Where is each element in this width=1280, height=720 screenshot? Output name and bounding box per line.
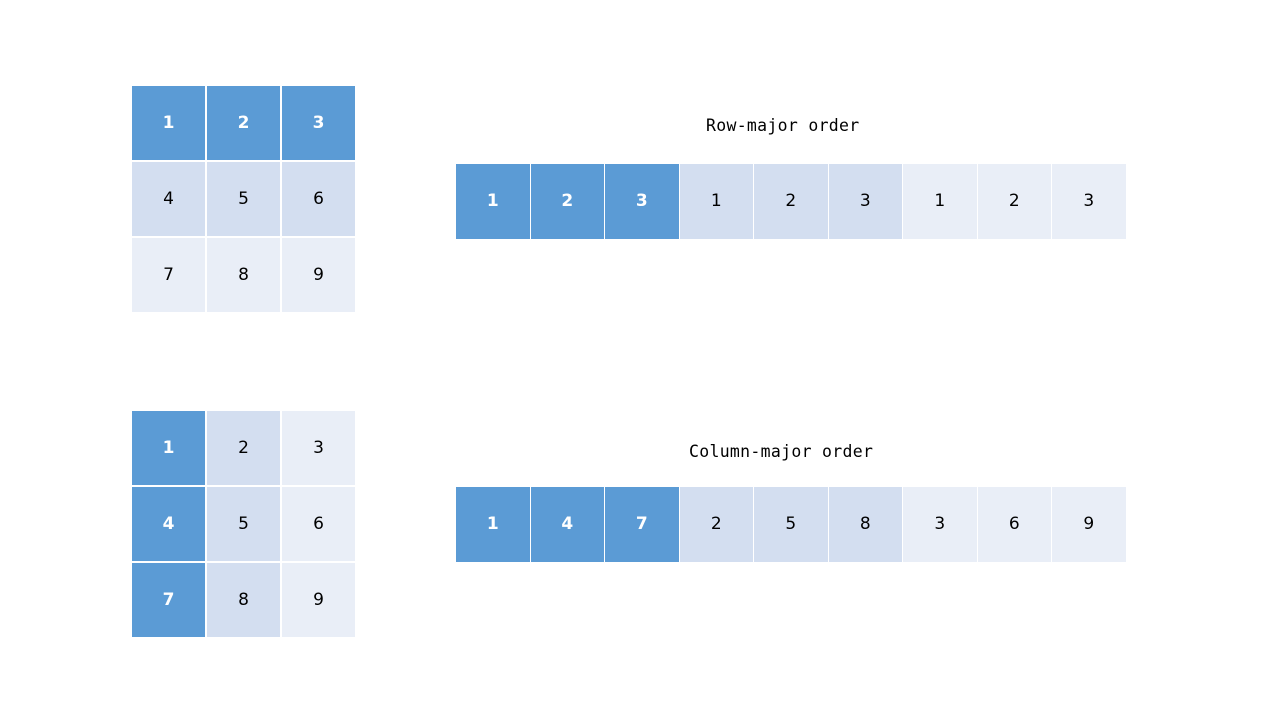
matrix-cell: 3 [282,411,355,485]
linear-cell: 2 [977,164,1051,239]
linear-cell: 3 [605,164,679,239]
linear-cell: 2 [679,487,753,562]
matrix-cell: 9 [282,238,355,312]
matrix-cell: 9 [282,563,355,637]
matrix-cell: 1 [132,86,205,160]
matrix-cell: 7 [132,563,205,637]
linear-cell: 7 [605,487,679,562]
matrix-cell: 2 [207,86,280,160]
matrix-cell: 6 [282,162,355,236]
linear-cell: 5 [754,487,828,562]
matrix-cell: 3 [282,86,355,160]
column-major-title: Column-major order [689,442,874,461]
linear-cell: 9 [1052,487,1126,562]
linear-cell: 8 [828,487,902,562]
matrix-cell: 4 [132,162,205,236]
linear-cell: 6 [977,487,1051,562]
linear-cell: 3 [1052,164,1126,239]
matrix-cell: 5 [207,487,280,561]
matrix-cell: 6 [282,487,355,561]
matrix-cell: 7 [132,238,205,312]
linear-cell: 3 [828,164,902,239]
matrix-cell: 4 [132,487,205,561]
linear-cell: 2 [530,164,604,239]
matrix-cell: 2 [207,411,280,485]
linear-cell: 4 [530,487,604,562]
linear-cell: 2 [754,164,828,239]
matrix-cell: 8 [207,238,280,312]
linear-cell: 1 [456,164,530,239]
linear-cell: 1 [456,487,530,562]
linear-cell: 3 [903,487,977,562]
linear-cell: 1 [679,164,753,239]
matrix-cell: 8 [207,563,280,637]
row-major-title: Row-major order [706,116,860,135]
matrix-cell: 5 [207,162,280,236]
linear-cell: 1 [903,164,977,239]
matrix-cell: 1 [132,411,205,485]
